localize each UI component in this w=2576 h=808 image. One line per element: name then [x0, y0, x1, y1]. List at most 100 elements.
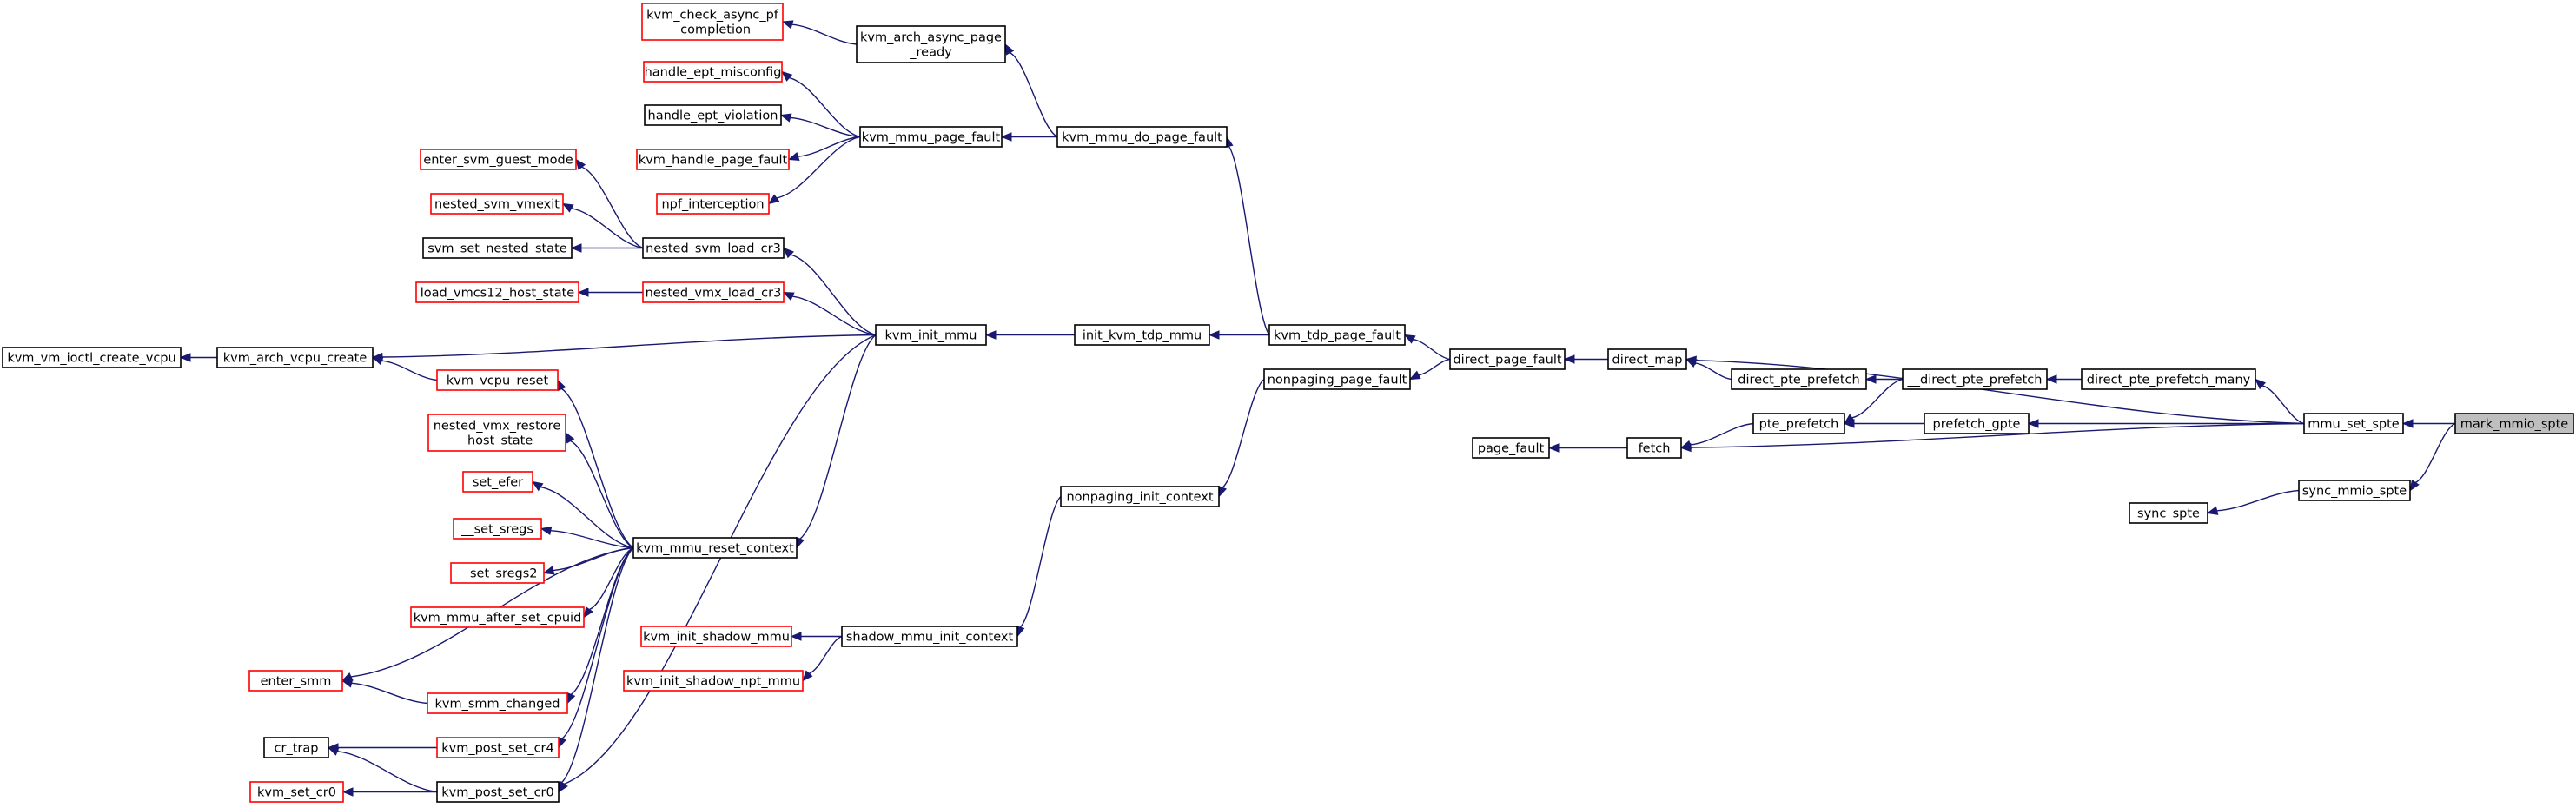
graph-edge-kvm-check-async-pf-completion-to-kvm-arch-async-page-ready: [781, 20, 858, 45]
node-label: load_vmcs12_host_state: [421, 287, 575, 301]
edge-line: [789, 76, 861, 138]
node-label: kvm_vm_ioctl_create_vcpu: [7, 352, 175, 366]
graph-node-pte-prefetch[interactable]: pte_prefetch: [1752, 413, 1845, 434]
graph-node---direct-pte-prefetch[interactable]: __direct_pte_prefetch: [1902, 368, 2048, 390]
graph-edge-handle-ept-violation-to-kvm-mmu-page-fault: [779, 113, 861, 138]
node-label: direct_pte_prefetch_many: [2087, 374, 2251, 387]
graph-node---set-sregs2[interactable]: __set_sregs2: [450, 562, 545, 584]
graph-node-nested-svm-vmexit[interactable]: nested_svm_vmexit: [430, 193, 564, 215]
call-graph-nodes: mark_mmio_sptemmu_set_sptesync_mmio_spte…: [2, 3, 2574, 803]
graph-node-kvm-post-set-cr4[interactable]: kvm_post_set_cr4: [436, 737, 560, 758]
node-box: [2081, 368, 2256, 390]
graph-node-direct-map[interactable]: direct_map: [1607, 348, 1687, 370]
edge-arrowhead: [781, 20, 794, 30]
edge-arrowhead: [779, 113, 792, 123]
node-box: [2303, 413, 2404, 434]
graph-node-kvm-mmu-after-set-cpuid[interactable]: kvm_mmu_after_set_cpuid: [410, 606, 585, 628]
graph-node-kvm-set-cr0[interactable]: kvm_set_cr0: [249, 781, 344, 803]
graph-node-kvm-vcpu-reset[interactable]: kvm_vcpu_reset: [436, 369, 559, 391]
node-label: direct_pte_prefetch: [1738, 374, 1859, 387]
graph-node-kvm-arch-vcpu-create[interactable]: kvm_arch_vcpu_create: [216, 347, 374, 368]
graph-node-kvm-handle-page-fault[interactable]: kvm_handle_page_fault: [636, 149, 790, 170]
edge-arrowhead: [2401, 419, 2414, 428]
graph-node-fetch[interactable]: fetch: [1626, 437, 1682, 459]
node-label: kvm_set_cr0: [257, 786, 336, 800]
graph-node-set-efer[interactable]: set_efer: [462, 471, 533, 493]
graph-node-nested-vmx-restore-host-state[interactable]: nested_vmx_restore_host_state: [427, 414, 566, 452]
graph-edge-nonpaging-init-context-to-nonpaging-page-fault: [1218, 378, 1265, 498]
graph-edge-kvm-mmu-do-page-fault-to-kvm-tdp-page-fault: [1224, 136, 1270, 335]
graph-node-init-kvm-tdp-mmu[interactable]: init_kvm_tdp_mmu: [1074, 324, 1210, 346]
edge-arrowhead: [341, 679, 354, 688]
graph-node-mmu-set-spte[interactable]: mmu_set_spte: [2303, 413, 2404, 434]
graph-edge-kvm-mmu-page-fault-to-kvm-mmu-do-page-fault: [1000, 132, 1057, 142]
edge-arrowhead: [531, 480, 544, 492]
graph-node-nonpaging-init-context[interactable]: nonpaging_init_context: [1060, 486, 1220, 507]
graph-node-direct-pte-prefetch-many[interactable]: direct_pte_prefetch_many: [2081, 368, 2256, 390]
graph-node-kvm-init-mmu[interactable]: kvm_init_mmu: [875, 324, 987, 346]
node-label: kvm_post_set_cr4: [441, 742, 554, 756]
graph-node-kvm-smm-changed[interactable]: kvm_smm_changed: [427, 692, 568, 714]
graph-node-sync-mmio-spte[interactable]: sync_mmio_spte: [2298, 480, 2411, 501]
graph-node-kvm-arch-async-page-ready[interactable]: kvm_arch_async_page_ready: [856, 25, 1006, 63]
graph-node-cr-trap[interactable]: cr_trap: [263, 737, 329, 758]
edge-arrowhead: [1563, 354, 1575, 364]
graph-edge-kvm-vm-ioctl-create-vcpu-to-kvm-arch-vcpu-create: [179, 353, 218, 362]
graph-node-enter-svm-guest-mode[interactable]: enter_svm_guest_mode: [420, 149, 577, 170]
graph-node-enter-smm[interactable]: enter_smm: [248, 670, 343, 692]
graph-node-kvm-tdp-page-fault[interactable]: kvm_tdp_page_fault: [1268, 324, 1406, 346]
graph-node-kvm-mmu-reset-context[interactable]: kvm_mmu_reset_context: [632, 537, 798, 559]
graph-node-sync-spte[interactable]: sync_spte: [2129, 502, 2208, 524]
node-box: [640, 626, 792, 647]
graph-edge-nested-svm-load-cr3-to-kvm-init-mmu: [783, 247, 877, 336]
node-box: [1056, 126, 1228, 148]
graph-node-kvm-check-async-pf-completion[interactable]: kvm_check_async_pf_completion: [641, 3, 784, 41]
node-label: shadow_mmu_init_context: [846, 631, 1014, 645]
graph-node-kvm-post-set-cr0[interactable]: kvm_post_set_cr0: [436, 781, 560, 803]
graph-node-direct-page-fault[interactable]: direct_page_fault: [1449, 348, 1566, 370]
node-label: svm_set_nested_state: [427, 242, 566, 256]
node-label: _host_state: [460, 434, 533, 448]
graph-node-prefetch-gpte[interactable]: prefetch_gpte: [1924, 413, 2030, 434]
graph-node---set-sregs[interactable]: __set_sregs: [453, 518, 542, 540]
node-box: [436, 369, 559, 391]
graph-node-handle-ept-misconfig[interactable]: handle_ept_misconfig: [643, 61, 783, 83]
graph-node-kvm-vm-ioctl-create-vcpu[interactable]: kvm_vm_ioctl_create_vcpu: [2, 347, 182, 368]
node-box: [1752, 413, 1845, 434]
node-label: kvm_init_shadow_npt_mmu: [626, 675, 800, 689]
graph-node-npf-interception[interactable]: npf_interception: [656, 193, 770, 215]
edge-arrowhead: [1004, 43, 1015, 56]
node-label: sync_spte: [2137, 507, 2200, 521]
edge-line: [381, 334, 877, 358]
graph-edge-nested-vmx-restore-host-state-to-kvm-mmu-reset-context: [565, 431, 634, 549]
graph-edge-nested-vmx-load-cr3-to-kvm-init-mmu: [782, 291, 877, 336]
graph-node-direct-pte-prefetch[interactable]: direct_pte_prefetch: [1731, 368, 1867, 390]
node-label: kvm_smm_changed: [435, 698, 560, 712]
edge-arrowhead: [1000, 132, 1012, 142]
node-label: __set_sregs2: [456, 567, 537, 581]
node-box: [1449, 348, 1566, 370]
graph-node-nested-svm-load-cr3[interactable]: nested_svm_load_cr3: [642, 237, 785, 259]
node-box: [453, 518, 542, 540]
edge-line: [351, 682, 428, 705]
graph-node-kvm-mmu-page-fault[interactable]: kvm_mmu_page_fault: [859, 126, 1003, 148]
graph-node-nested-vmx-load-cr3[interactable]: nested_vmx_load_cr3: [642, 281, 785, 303]
graph-node-shadow-mmu-init-context[interactable]: shadow_mmu_init_context: [841, 626, 1018, 647]
graph-node-load-vmcs12-host-state[interactable]: load_vmcs12_host_state: [415, 281, 579, 303]
graph-node-nonpaging-page-fault[interactable]: nonpaging_page_fault: [1263, 368, 1411, 390]
node-box: [623, 670, 804, 692]
graph-node-handle-ept-violation[interactable]: handle_ept_violation: [644, 104, 782, 126]
node-label: direct_map: [1612, 354, 1683, 368]
graph-node-kvm-init-shadow-npt-mmu[interactable]: kvm_init_shadow_npt_mmu: [623, 670, 804, 692]
graph-node-kvm-mmu-do-page-fault[interactable]: kvm_mmu_do_page_fault: [1056, 126, 1228, 148]
node-box: [642, 281, 785, 303]
node-box: [1074, 324, 1210, 346]
graph-node-kvm-init-shadow-mmu[interactable]: kvm_init_shadow_mmu: [640, 626, 792, 647]
edge-arrowhead: [341, 787, 354, 797]
graph-edge-kvm-handle-page-fault-to-kvm-mmu-page-fault: [787, 136, 861, 162]
node-label: direct_page_fault: [1453, 354, 1561, 368]
edge-arrowhead: [371, 356, 384, 366]
graph-node-svm-set-nested-state[interactable]: svm_set_nested_state: [422, 237, 573, 259]
graph-node-page-fault[interactable]: page_fault: [1472, 437, 1550, 459]
edge-line: [1010, 51, 1058, 138]
